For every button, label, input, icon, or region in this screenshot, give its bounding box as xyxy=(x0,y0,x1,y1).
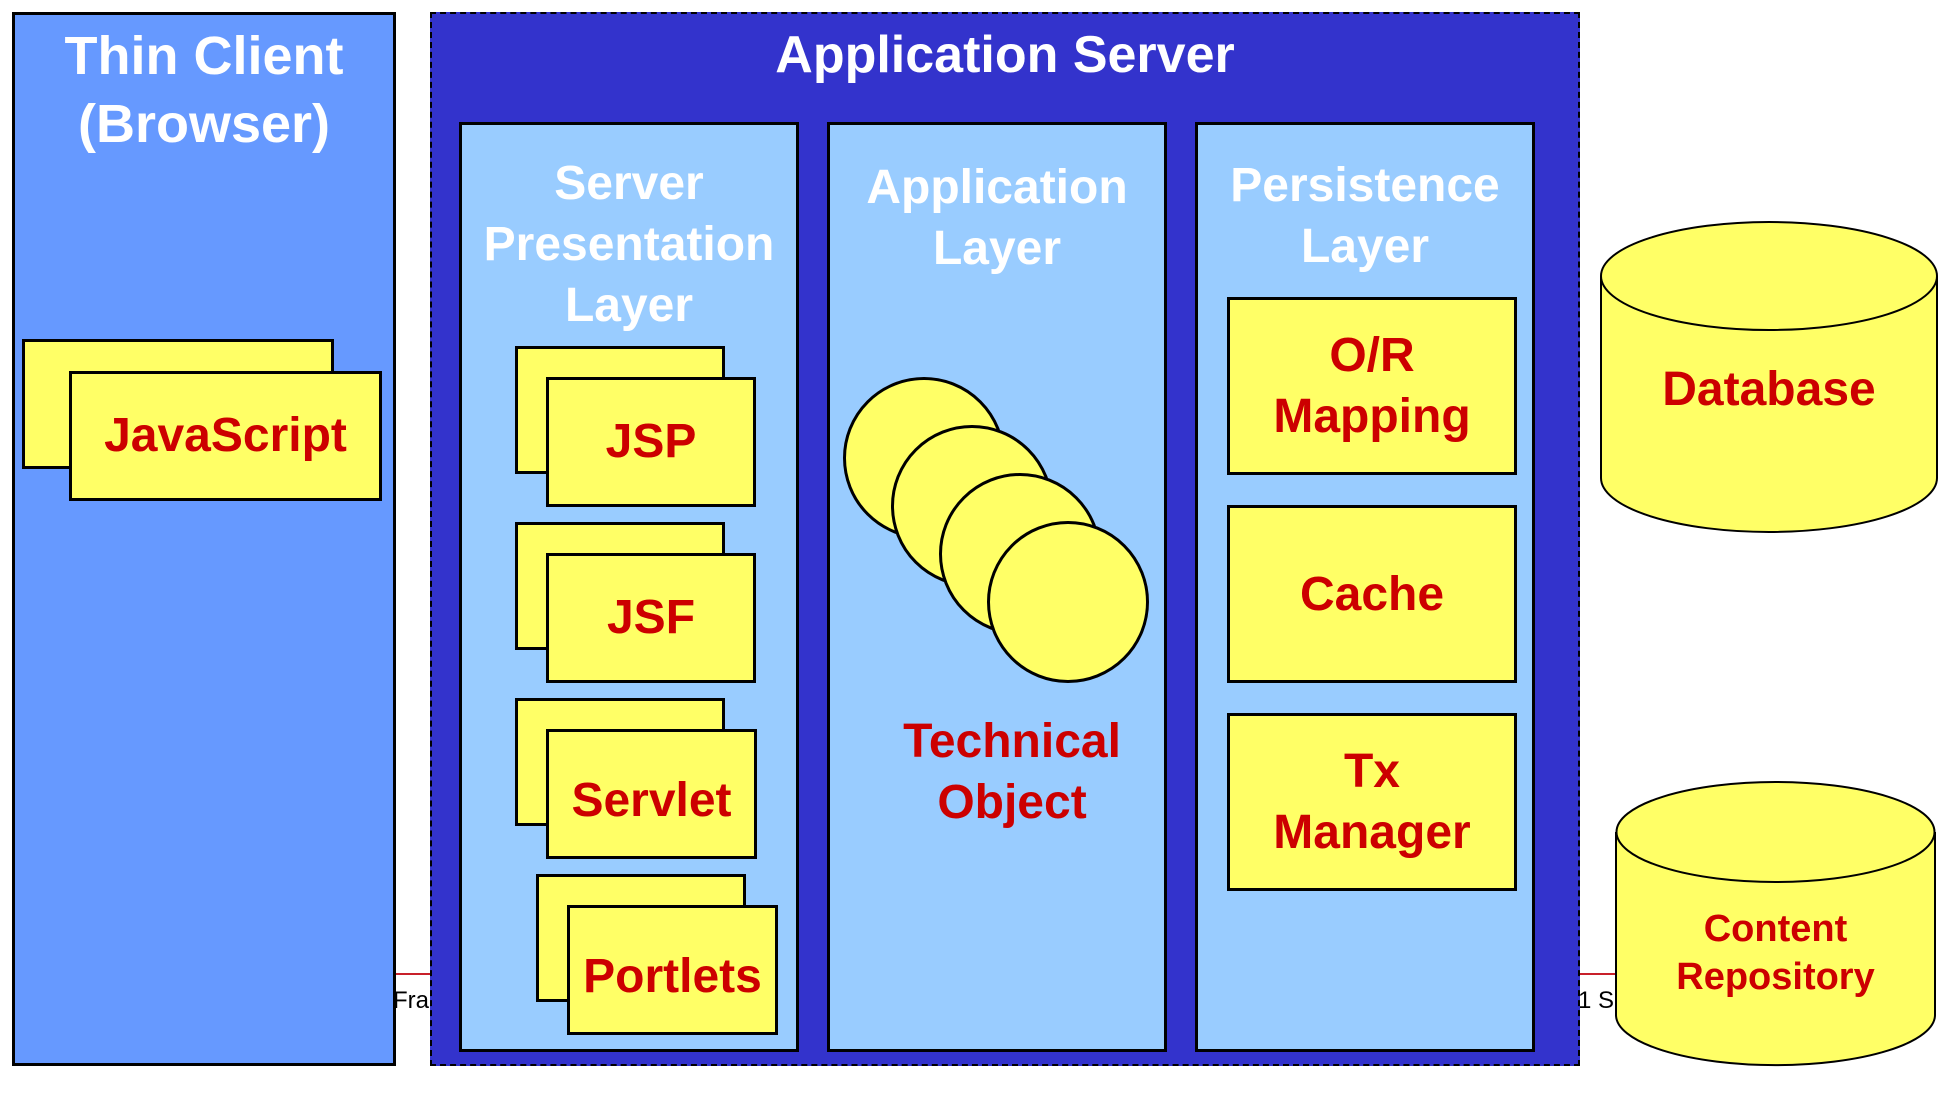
presentation-title-line3: Layer xyxy=(564,279,694,332)
persistence-layer-title-line2: Layer xyxy=(1300,220,1430,273)
presentation-title-line2: Presentation xyxy=(483,218,775,271)
server-presentation-layer-title: Server Presentation Layer xyxy=(459,153,799,336)
cache-card: Cache xyxy=(1227,505,1517,683)
or-mapping-line1: O/R xyxy=(1329,329,1415,382)
thin-client-title-line2: (Browser) xyxy=(77,94,331,154)
application-server-title: Application Server xyxy=(775,26,1235,84)
jsp-label: JSP xyxy=(605,415,697,468)
technical-object-label: Technical Object xyxy=(827,711,1197,833)
jsf-card: JSF xyxy=(546,553,756,683)
persistence-layer-title: Persistence Layer xyxy=(1195,155,1535,277)
cache-line1: Cache xyxy=(1299,567,1445,621)
tx-manager-line1: Tx xyxy=(1343,745,1400,798)
presentation-title-line1: Server xyxy=(554,157,704,210)
tx-manager-line2: Manager xyxy=(1273,806,1471,859)
content-repository-line1: Content xyxy=(1703,908,1848,950)
cache-label: Cache xyxy=(1300,564,1444,625)
thin-client-panel xyxy=(12,12,396,1066)
servlet-label: Servlet xyxy=(571,774,732,827)
or-mapping-card: O/R Mapping xyxy=(1227,297,1517,475)
content-repository-line2: Repository xyxy=(1676,956,1875,998)
technical-object-line1: Technical xyxy=(903,715,1121,768)
technical-object-line2: Object xyxy=(937,776,1087,829)
application-layer-title-line1: Application xyxy=(866,161,1128,214)
content-repository-cylinder xyxy=(1615,781,1936,1067)
footer-text-left-fragment: Fra xyxy=(393,987,429,1014)
footer-divider-left xyxy=(390,973,440,975)
application-layer-title: Application Layer xyxy=(827,157,1167,279)
application-layer-title-line2: Layer xyxy=(932,222,1062,275)
database-cylinder xyxy=(1600,221,1938,533)
portlets-label: Portlets xyxy=(583,950,762,1003)
footer-divider-right xyxy=(1575,973,1615,975)
tx-manager-card: Tx Manager xyxy=(1227,713,1517,891)
javascript-label: JavaScript xyxy=(104,409,347,462)
persistence-layer-title-line1: Persistence xyxy=(1230,159,1500,212)
footer-text-right-fragment: 1 S xyxy=(1578,987,1615,1014)
javascript-card: JavaScript xyxy=(69,371,382,501)
or-mapping-label: O/R Mapping xyxy=(1273,325,1470,447)
technical-object-circle-4 xyxy=(987,521,1149,683)
servlet-card: Servlet xyxy=(546,729,757,859)
thin-client-title-line1: Thin Client xyxy=(64,26,344,86)
content-repository-label: Content Repository xyxy=(1613,905,1938,1001)
thin-client-title: Thin Client (Browser) xyxy=(12,22,396,158)
jsp-card: JSP xyxy=(546,377,756,507)
or-mapping-line2: Mapping xyxy=(1273,390,1471,443)
tx-manager-label: Tx Manager xyxy=(1273,741,1470,863)
database-label: Database xyxy=(1662,363,1876,416)
jsf-label: JSF xyxy=(606,591,696,644)
portlets-card: Portlets xyxy=(567,905,778,1035)
